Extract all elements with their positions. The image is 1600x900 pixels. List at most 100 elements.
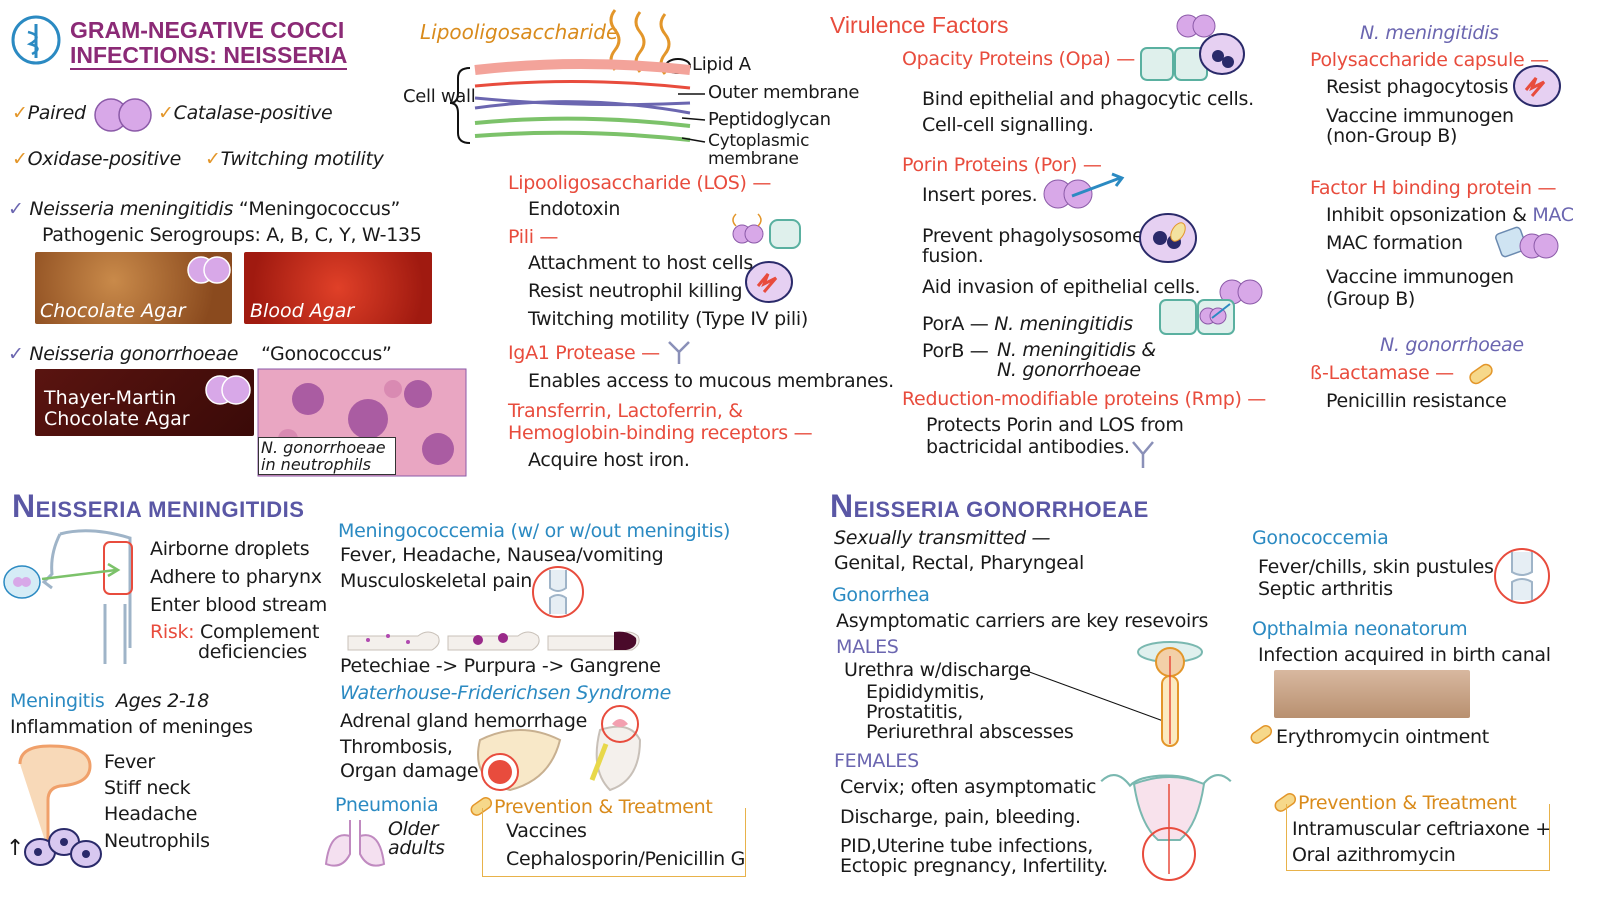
females-text-2: Discharge, pain, bleeding. [840, 806, 1081, 828]
meningococcus-heading: ✓ Neisseria meningitidis “Meningococcus” [8, 198, 401, 220]
blood-agar-image [244, 252, 432, 324]
pora-row: PorA — N. meningitidis [922, 313, 1133, 335]
gonorrhea-heading: Gonorrhea [832, 584, 930, 606]
transferrin-heading: Transferrin, Lactoferrin, & Hemoglobin-b… [508, 400, 813, 444]
capsule-heading: Polysaccharide capsule — [1310, 49, 1549, 71]
porin-insertion-icon [1043, 172, 1125, 209]
feature-oxidase: ✓Oxidase-positive [12, 148, 181, 170]
antibody-icon [668, 341, 690, 364]
endotoxin-text: Endotoxin [528, 198, 621, 220]
brain-spinal-cord-icon [18, 744, 92, 850]
ng-label: N. gonorrhoeae [1380, 334, 1524, 356]
meningitis-symptom-1: Fever [104, 751, 155, 773]
cell-wall-label: Cell wall [403, 86, 476, 107]
males-text-1: Urethra w/discharge [844, 659, 1031, 681]
pill-icon [1250, 725, 1273, 744]
logo-icon [11, 15, 61, 65]
chocolate-agar-label: Chocolate Agar [40, 300, 186, 322]
epithelial-invasion-icon [1159, 279, 1263, 335]
los-heading: Lipooligosaccharide (LOS) — [508, 172, 772, 194]
meningitis-heading: Meningitis Ages 2-18 [10, 690, 210, 712]
nm-transmission-3: Enter blood stream [150, 594, 327, 616]
ophthalmia-heading: Opthalmia neonatorum [1252, 618, 1468, 640]
female-anatomy-icon [1100, 774, 1232, 881]
cell-wall-diagram [449, 9, 706, 144]
pill-icon [470, 797, 493, 816]
pneumonia-text: Older adults [388, 818, 445, 859]
feature-twitching: ✓Twitching motility [205, 148, 384, 170]
ng-section-title: NEISSERIA GONORRHOEAE [830, 488, 1149, 524]
neutrophils-icon [24, 828, 102, 868]
beta-lactamase-text: Penicillin resistance [1326, 390, 1507, 412]
waterhouse-text-3: Organ damage [340, 760, 479, 782]
por-heading: Porin Proteins (Por) — [902, 154, 1102, 176]
ng-prevention-box [1286, 804, 1550, 871]
por-text-1: Insert pores. [922, 184, 1038, 206]
knee-joint-icon [532, 566, 584, 618]
pneumonia-heading: Pneumonia [335, 794, 439, 816]
feature-paired: ✓Paired [12, 102, 86, 124]
opa-heading: Opacity Proteins (Opa) — [902, 48, 1135, 70]
porb-row: PorB — [922, 340, 989, 362]
nm-label: N. meningitidis [1360, 22, 1499, 44]
diplococcus-icon [205, 375, 251, 405]
neutrophil-icon [1513, 65, 1561, 107]
mac-complex-icon [1495, 226, 1559, 259]
adrenal-kidney-icon [477, 705, 642, 792]
opa-binding-icon [1140, 14, 1245, 81]
gonococcemia-text-2: Septic arthritis [1258, 578, 1393, 600]
nm-risk-2: deficiencies [198, 641, 307, 663]
factor-h-text-2: Vaccine immunogen (Group B) [1326, 266, 1514, 310]
blood-agar-label: Blood Agar [250, 300, 355, 322]
meningitis-definition: Inflammation of meninges [10, 716, 253, 738]
diplococcus-icon [187, 256, 231, 284]
pili-text-2: Resist neutrophil killing [528, 280, 743, 302]
virulence-title: Virulence Factors [830, 12, 1009, 38]
factor-h-text-1b: MAC formation [1326, 232, 1463, 254]
ophthalmia-treatment: Erythromycin ointment [1276, 726, 1489, 748]
beta-lactamase-heading: ß-Lactamase — [1310, 362, 1454, 384]
males-text-2: Epididymitis, Prostatitis, Periurethral … [866, 681, 1074, 743]
lungs-icon [324, 820, 386, 867]
outer-membrane-label: Outer membrane [708, 82, 860, 103]
factor-h-heading: Factor H binding protein — [1310, 177, 1557, 199]
petechiae-progression: Petechiae -> Purpura -> Gangrene [340, 655, 661, 677]
opa-text-2: Cell-cell signalling. [922, 114, 1094, 136]
opa-text-1: Bind epithelial and phagocytic cells. [922, 88, 1254, 110]
rmp-heading: Reduction-modifiable proteins (Rmp) — [902, 388, 1267, 410]
meningococcemia-heading: Meningococcemia (w/ or w/out meningitis) [338, 520, 731, 542]
neutrophil-icon [745, 261, 793, 303]
meningitis-symptom-4: Neutrophils [104, 830, 210, 852]
pili-text-1: Attachment to host cells [528, 252, 753, 274]
waterhouse-heading: Waterhouse-Friderichsen Syndrome [340, 682, 671, 704]
lipid-a-label: Lipid A [692, 54, 751, 75]
pili-attachment-icon [732, 213, 801, 249]
nm-prevention-text-1: Vaccines [506, 820, 587, 842]
feature-catalase: ✓Catalase-positive [158, 102, 333, 124]
pili-heading: Pili — [508, 226, 559, 248]
infant-eyes-image [1274, 670, 1470, 718]
cytoplasmic-membrane-label: Cytoplasmic membrane [708, 131, 810, 169]
porb-values: N. meningitidis & N. gonorrhoeae [997, 339, 1156, 381]
mac-label: MAC [1532, 204, 1574, 226]
males-heading: MALES [836, 636, 899, 658]
ng-sites: Genital, Rectal, Pharyngeal [834, 552, 1084, 574]
pili-text-3: Twitching motility (Type IV pili) [528, 308, 808, 330]
pill-icon [1469, 363, 1493, 385]
nm-prevention-box [482, 808, 746, 877]
arms-skin-lesions-icon [347, 631, 640, 651]
meningitis-symptom-3: Headache [104, 803, 198, 825]
transferrin-text: Acquire host iron. [528, 449, 690, 471]
meningococcemia-text-1: Fever, Headache, Nausea/vomiting [340, 544, 664, 566]
ophthalmia-text-1: Infection acquired in birth canal [1258, 644, 1551, 666]
head-profile-pharynx-icon [3, 529, 133, 664]
meningitis-symptom-2: Stiff neck [104, 777, 191, 799]
nm-transmission-2: Adhere to pharynx [150, 566, 322, 588]
por-text-3: Aid invasion of epithelial cells. [922, 276, 1201, 298]
iga-text: Enables access to mucous membranes. [528, 370, 894, 392]
thayer-martin-label: Thayer-Martin Chocolate Agar [44, 387, 190, 430]
ng-prevention-text-2: Oral azithromycin [1292, 844, 1456, 866]
meningococcemia-text-2: Musculoskeletal pain [340, 570, 533, 592]
male-anatomy-icon [1023, 641, 1203, 747]
capsule-text-2: Vaccine immunogen (non-Group B) [1326, 105, 1514, 147]
